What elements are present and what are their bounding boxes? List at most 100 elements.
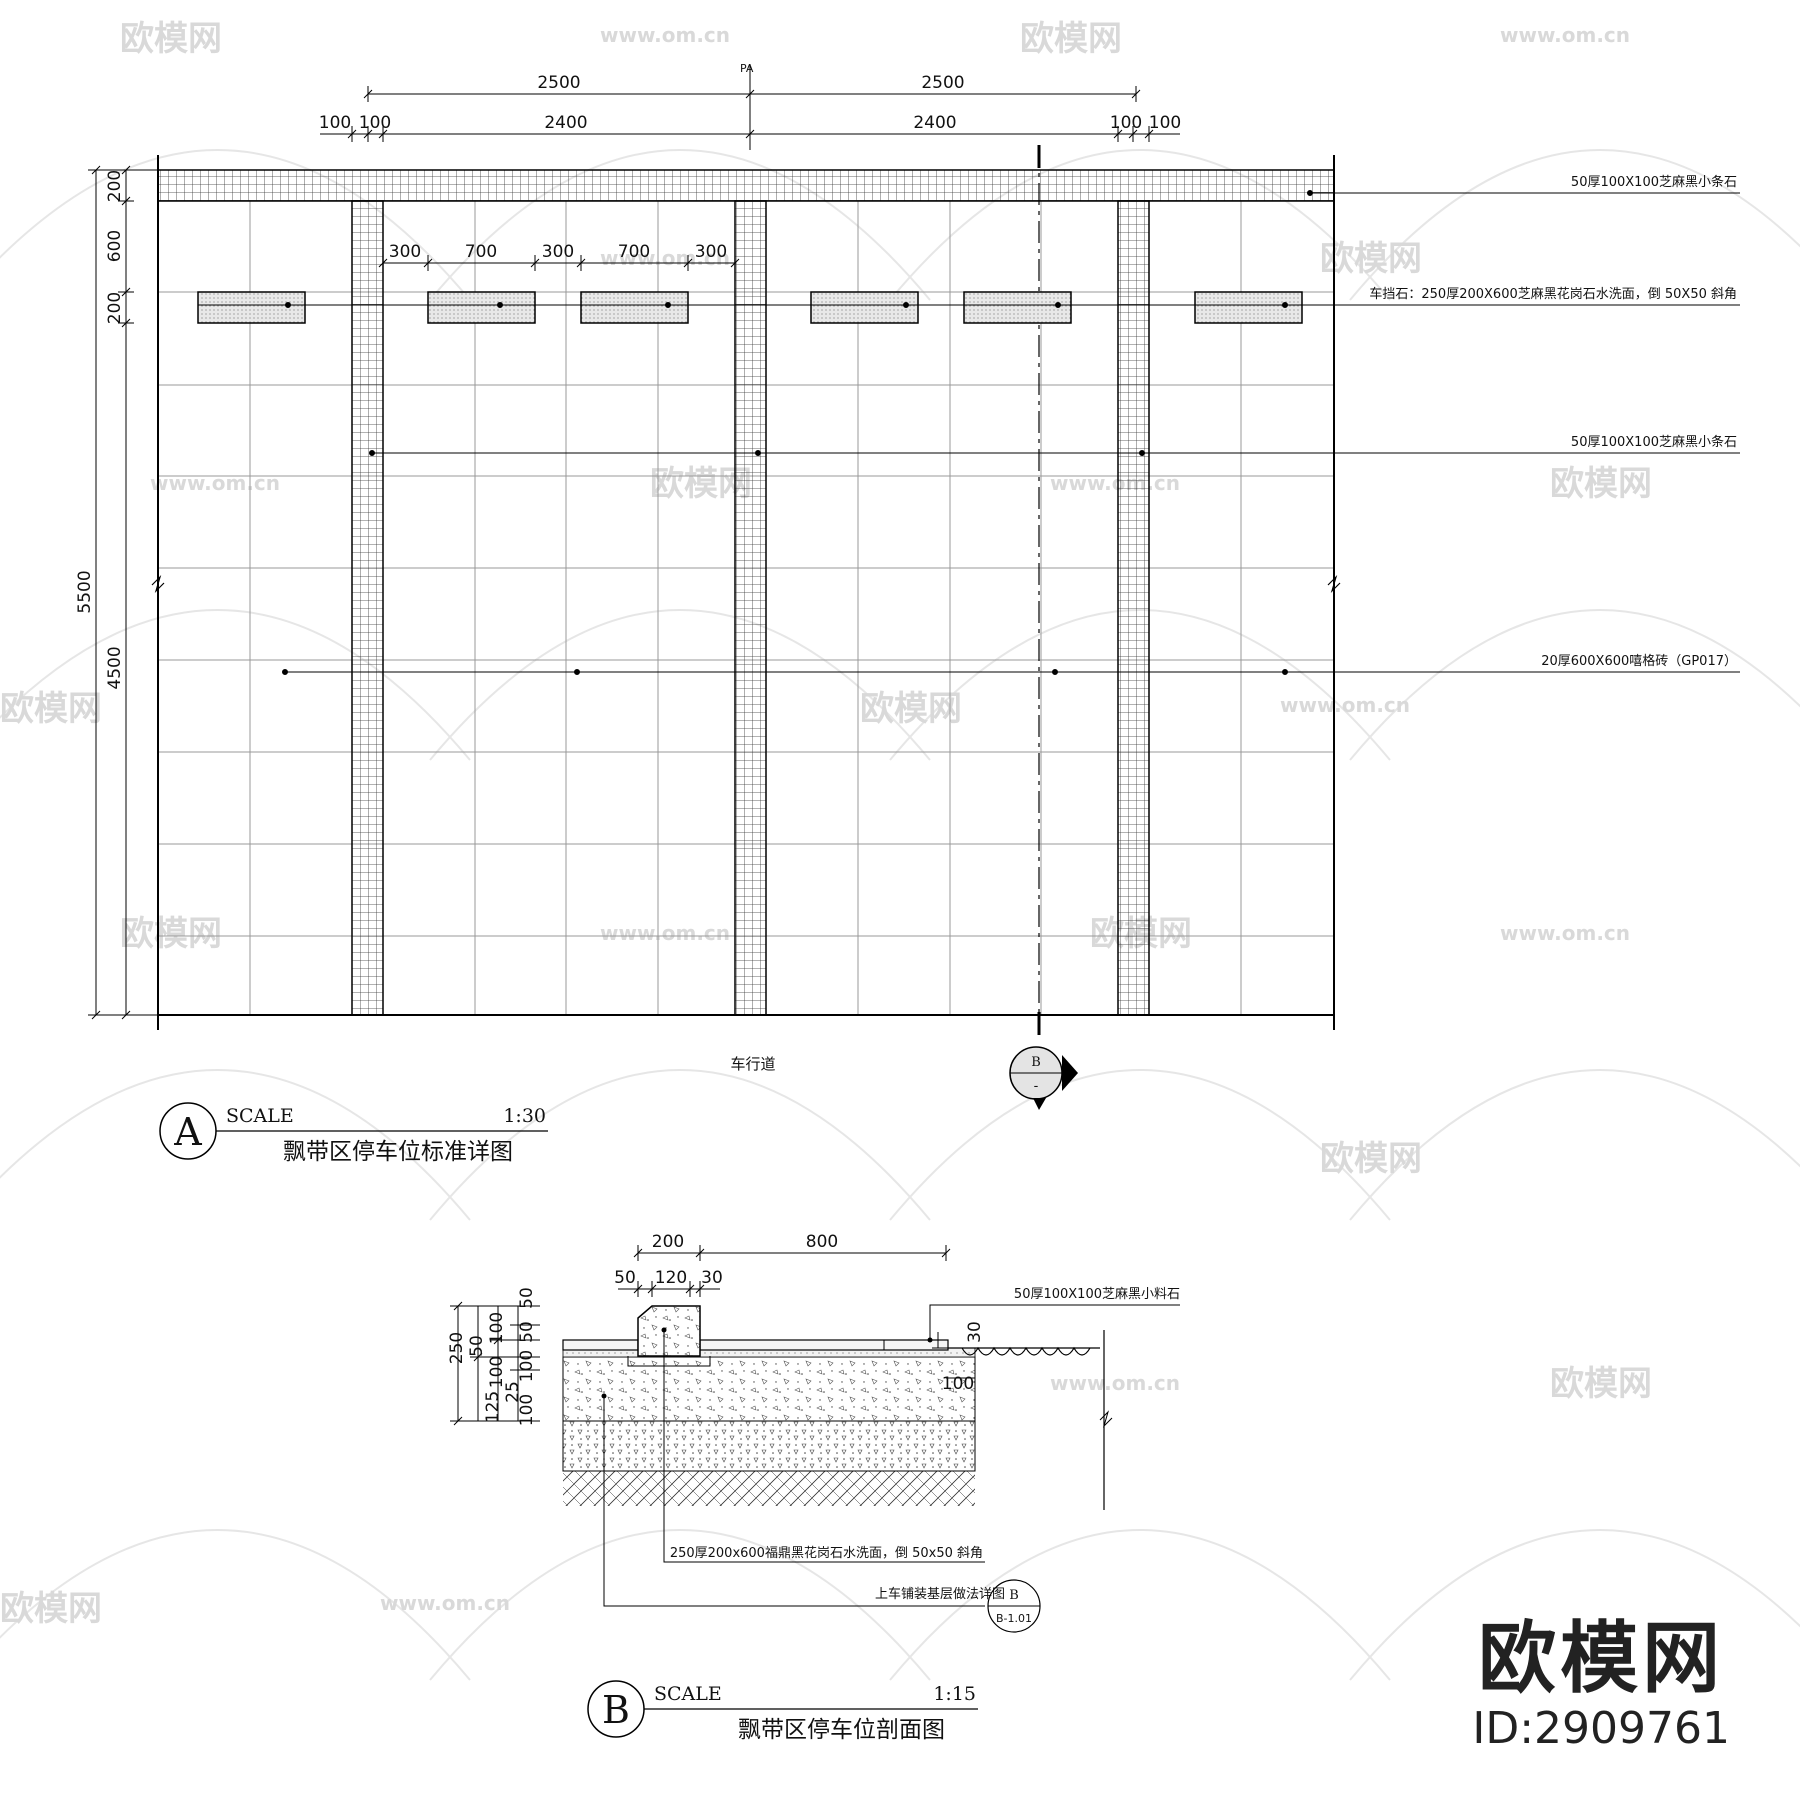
sec-dim-200: 200 bbox=[652, 1232, 684, 1252]
dim-stop-300: 300 bbox=[695, 242, 727, 262]
dim-left-600: 600 bbox=[105, 230, 125, 262]
axis-label: PA bbox=[740, 62, 754, 75]
dim-100: 100 bbox=[319, 113, 351, 133]
dim-left-4500: 4500 bbox=[105, 646, 125, 689]
sec-dim-50: 50 bbox=[614, 1268, 636, 1288]
layer-paving-left bbox=[562, 1339, 639, 1351]
watermark-url: www.om.cn bbox=[600, 921, 730, 945]
title-b-scale: 1:15 bbox=[933, 1683, 976, 1705]
brand-id: ID:2909761 bbox=[1472, 1703, 1730, 1754]
watermark-url: www.om.cn bbox=[1050, 471, 1180, 495]
sec-dim-30-right: 30 bbox=[965, 1321, 985, 1343]
watermark-brand: 欧模网 bbox=[1320, 239, 1422, 279]
sec-dim-800: 800 bbox=[806, 1232, 838, 1252]
stone-strip-1 bbox=[351, 200, 384, 1016]
section-marker: B - bbox=[1009, 1046, 1078, 1110]
dim-left-200: 200 bbox=[105, 170, 125, 202]
dim-stop-300: 300 bbox=[542, 242, 574, 262]
title-block-b: B SCALE 1:15 飘带区停车位剖面图 bbox=[587, 1680, 978, 1743]
watermark-brand: 欧模网 bbox=[0, 689, 102, 729]
label-section-base: 上车铺装基层做法详图 bbox=[875, 1586, 1005, 1602]
curb-stone bbox=[637, 1305, 701, 1357]
dim-2500-right: 2500 bbox=[921, 73, 964, 93]
detail-ref-letter: B bbox=[1009, 1588, 1019, 1603]
title-a-scale: 1:30 bbox=[503, 1105, 546, 1127]
dim-2400-left: 2400 bbox=[544, 113, 587, 133]
watermark-url: www.om.cn bbox=[1050, 1371, 1180, 1395]
plan-a: 50厚100X100芝麻黑小条石 车挡石：250厚200X600芝麻黑花岗石水洗… bbox=[75, 62, 1740, 1165]
dim-stop-700: 700 bbox=[618, 242, 650, 262]
watermark-url: www.om.cn bbox=[1500, 921, 1630, 945]
dim-100: 100 bbox=[1149, 113, 1181, 133]
watermark-pattern bbox=[0, 149, 1800, 1681]
leader-curb bbox=[663, 1330, 985, 1563]
label-section-stone: 50厚100X100芝麻黑小料石 bbox=[1014, 1286, 1180, 1302]
break-marks bbox=[151, 574, 1341, 594]
title-b-name: 飘带区停车位剖面图 bbox=[738, 1717, 945, 1743]
layer-concrete bbox=[562, 1356, 976, 1422]
watermark-url: www.om.cn bbox=[600, 246, 730, 270]
layer-paving-right bbox=[699, 1339, 949, 1351]
sec-dim-left-125: 125 bbox=[483, 1391, 503, 1423]
watermark-brand: 欧模网 bbox=[860, 689, 962, 729]
dim-left-5500: 5500 bbox=[75, 570, 95, 613]
title-b-letter: B bbox=[602, 1688, 630, 1732]
wheel-stop bbox=[810, 291, 919, 324]
dim-2500-left: 2500 bbox=[537, 73, 580, 93]
watermark-brand: 欧模网 bbox=[1320, 1139, 1422, 1179]
plan-leaders bbox=[198, 190, 1740, 675]
watermark-brand: 欧模网 bbox=[1020, 19, 1122, 59]
watermark-brand: 欧模网 bbox=[1550, 464, 1652, 504]
leader-stone bbox=[929, 1304, 1180, 1340]
watermark-url: www.om.cn bbox=[1500, 23, 1630, 47]
title-block-a: A SCALE 1:30 飘带区停车位标准详图 bbox=[159, 1102, 548, 1165]
roadway-label: 车行道 bbox=[730, 1055, 775, 1073]
sec-dim-left-100: 100 bbox=[487, 1356, 507, 1388]
label-wheel-stop: 车挡石：250厚200X600芝麻黑花岗石水洗面，倒 50X50 斜角 bbox=[1369, 286, 1737, 302]
watermark-url: www.om.cn bbox=[150, 471, 280, 495]
sec-dim-left-50: 50 bbox=[517, 1321, 537, 1343]
wheel-stop bbox=[197, 291, 306, 324]
label-tile: 20厚600X600嘻格砖（GP017） bbox=[1541, 653, 1737, 669]
plan-outline bbox=[157, 155, 1335, 1030]
stone-strip-3 bbox=[1117, 200, 1150, 1016]
dim-100: 100 bbox=[1110, 113, 1142, 133]
section-b: 200 800 50 120 30 50厚100X100芝麻黑小料石 30 10… bbox=[447, 1232, 1180, 1743]
watermark-url: www.om.cn bbox=[600, 23, 730, 47]
wheel-stop bbox=[427, 291, 536, 324]
watermark-brand: 欧模网 bbox=[1550, 1364, 1652, 1404]
wheel-stops bbox=[197, 291, 1303, 324]
label-stone-top: 50厚100X100芝麻黑小条石 bbox=[1571, 174, 1737, 190]
section-marker-letter: B bbox=[1031, 1055, 1041, 1070]
section-marker-ref: - bbox=[1034, 1079, 1039, 1094]
layer-gravel bbox=[562, 1420, 976, 1472]
sec-dim-100-right: 100 bbox=[942, 1374, 974, 1394]
brand-block: 欧模网 ID:2909761 bbox=[1472, 1615, 1730, 1755]
dim-left-200: 200 bbox=[105, 292, 125, 324]
dim-100: 100 bbox=[359, 113, 391, 133]
watermark-texts: 欧模网 欧模网 欧模网 欧模网 欧模网 欧模网 欧模网 欧模网 欧模网 欧模网 … bbox=[0, 19, 1652, 1629]
top-dimensions bbox=[320, 64, 1180, 271]
watermark-url: www.om.cn bbox=[380, 1591, 510, 1615]
title-a-scale-word: SCALE bbox=[226, 1105, 294, 1127]
detail-ref-sheet: B-1.01 bbox=[996, 1612, 1032, 1625]
title-a-letter: A bbox=[173, 1110, 202, 1154]
left-dimensions bbox=[88, 165, 158, 1020]
sec-dim-left-25: 25 bbox=[503, 1381, 523, 1403]
watermark-brand: 欧模网 bbox=[120, 19, 222, 59]
top-stone-band bbox=[157, 169, 1335, 202]
wheel-stop bbox=[963, 291, 1072, 324]
brand-name: 欧模网 bbox=[1478, 1614, 1725, 1704]
watermark-url: www.om.cn bbox=[1280, 693, 1410, 717]
sec-dim-left-250: 250 bbox=[447, 1332, 467, 1364]
sec-dim-left-100: 100 bbox=[517, 1394, 537, 1426]
sec-dim-left-100: 100 bbox=[487, 1312, 507, 1344]
wheel-stop bbox=[580, 291, 689, 324]
title-a-name: 飘带区停车位标准详图 bbox=[283, 1139, 513, 1165]
dim-stop-700: 700 bbox=[465, 242, 497, 262]
leader-base bbox=[603, 1396, 985, 1607]
sec-dim-30: 30 bbox=[701, 1268, 723, 1288]
title-b-scale-word: SCALE bbox=[654, 1683, 722, 1705]
sec-dim-left-100: 100 bbox=[517, 1350, 537, 1382]
